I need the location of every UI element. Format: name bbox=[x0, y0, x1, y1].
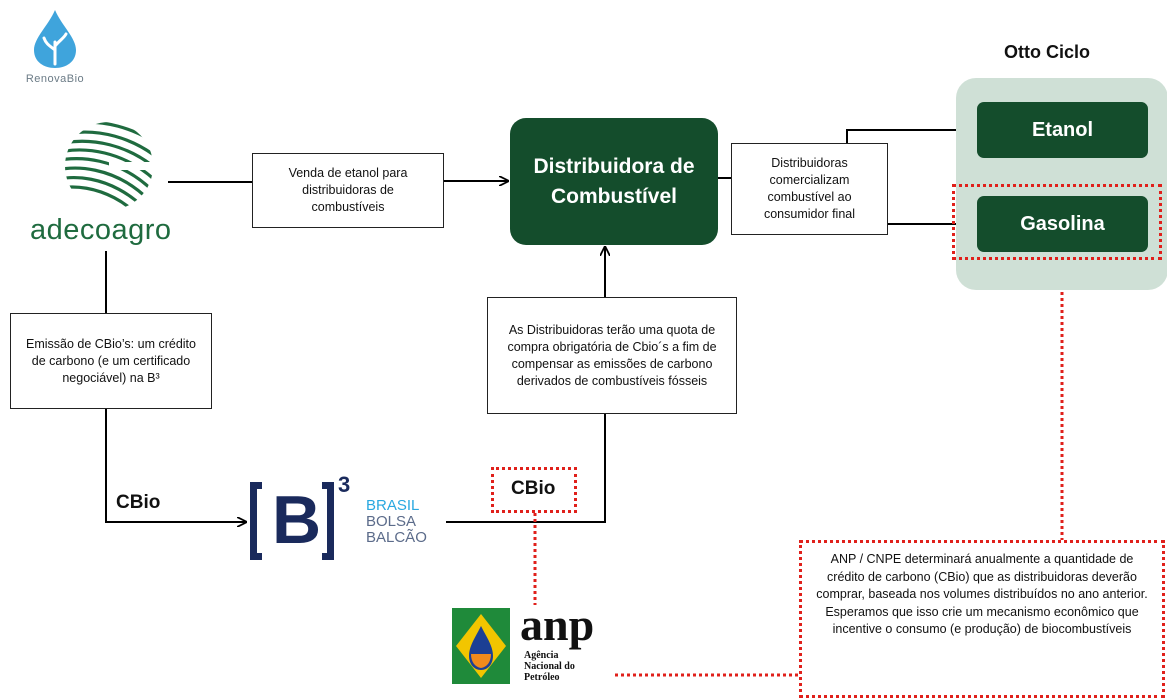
anp-wordmark: anp bbox=[520, 599, 595, 650]
cbio-label-left: CBio bbox=[116, 492, 161, 513]
b3-logo: B 3 BRASIL BOLSA BALCÃO bbox=[250, 472, 450, 573]
adecoagro-symbol-icon bbox=[65, 122, 154, 210]
b3-bolsa: BOLSA bbox=[366, 513, 417, 530]
anp-note-box: ANP / CNPE determinará anualmente a quan… bbox=[799, 540, 1165, 698]
anp-flag-drop-icon bbox=[452, 608, 510, 684]
venda-etanol-box: Venda de etanol para distribuidoras de c… bbox=[252, 153, 444, 228]
quota-obrigatoria-box: As Distribuidoras terão uma quota de com… bbox=[487, 297, 737, 414]
b3-exponent: 3 bbox=[338, 472, 351, 497]
anp-sub3: Petróleo bbox=[524, 672, 560, 683]
arrow-to-b3 bbox=[105, 408, 246, 522]
etanol-label: Etanol bbox=[1031, 118, 1094, 141]
gasolina-box: Gasolina bbox=[977, 196, 1148, 252]
b3-bracket-right bbox=[322, 482, 334, 560]
adecoagro-logo: adecoagro bbox=[30, 118, 190, 248]
gasolina-label: Gasolina bbox=[1020, 212, 1105, 235]
etanol-box: Etanol bbox=[977, 102, 1148, 158]
anp-logo: anp Agência Nacional do Petróleo bbox=[452, 600, 617, 688]
renovabio-wordmark: RenovaBio bbox=[25, 73, 85, 85]
adecoagro-wordmark: adecoagro bbox=[30, 214, 172, 246]
distribuidora-box: Distribuidora de Combustível bbox=[510, 118, 718, 245]
comercializam-box: Distribuidoras comercializam combustível… bbox=[731, 143, 888, 235]
b3-brasil: BRASIL bbox=[366, 497, 420, 514]
b3-bracket-left bbox=[250, 482, 262, 560]
arrow-to-etanol bbox=[846, 130, 972, 144]
cbio-label-right: CBio bbox=[511, 478, 556, 499]
emissao-cbio-box: Emissão de CBio’s: um crédito de carbono… bbox=[10, 313, 212, 409]
b3-balcao: BALCÃO bbox=[366, 529, 427, 546]
distribuidora-label: Distribuidora de Combustível bbox=[533, 154, 695, 208]
anp-sub1: Agência bbox=[524, 650, 559, 661]
anp-note-text: ANP / CNPE determinará anualmente a quan… bbox=[816, 552, 1148, 636]
b3-letter: B bbox=[272, 482, 322, 558]
otto-ciclo-title: Otto Ciclo bbox=[1004, 42, 1090, 62]
renovabio-logo: RenovaBio bbox=[20, 6, 90, 86]
gasolina-highlight bbox=[952, 184, 1162, 260]
anp-sub2: Nacional do bbox=[524, 661, 575, 672]
line-b3-quota bbox=[446, 413, 606, 523]
cbio-right-highlight bbox=[491, 467, 577, 513]
water-drop-icon bbox=[34, 10, 76, 68]
